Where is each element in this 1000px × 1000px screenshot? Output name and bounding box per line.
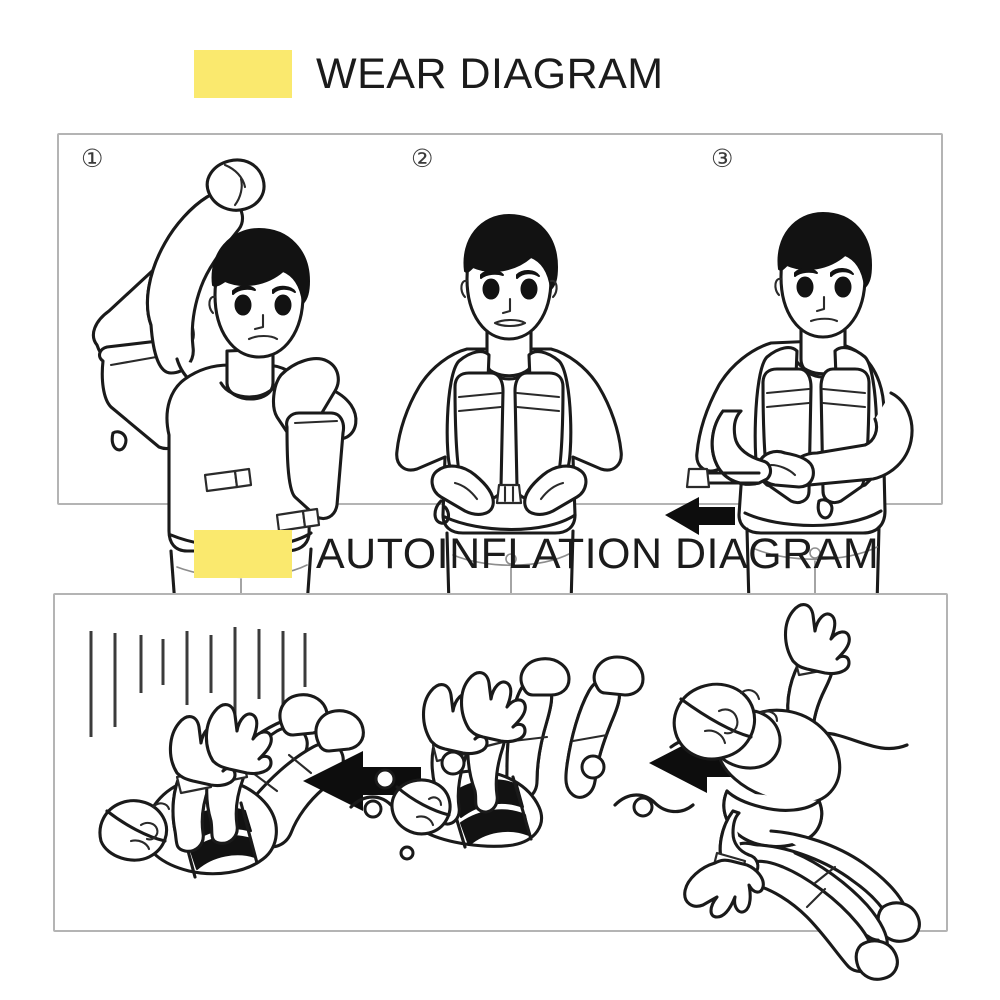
figure-fasten-waist-buckle xyxy=(395,214,623,607)
speed-lines xyxy=(89,627,307,737)
progress-arrow-2 xyxy=(649,733,765,793)
heading-swatch-wear xyxy=(194,50,292,98)
progress-arrow-1 xyxy=(303,751,421,811)
scene-falling-into-water xyxy=(89,627,365,879)
step-badge-3: ③ xyxy=(711,145,734,173)
wear-step-2: ② xyxy=(359,135,659,607)
scene-floating-inflated xyxy=(669,603,921,981)
figure-tighten-waist-strap xyxy=(665,212,914,607)
wear-step-1: ① xyxy=(59,135,359,607)
section-heading-wear: WEAR DIAGRAM xyxy=(194,50,664,98)
scene-submerged-triggering xyxy=(349,655,695,861)
section-heading-autoinflation: AUTOINFLATION DIAGRAM xyxy=(194,530,879,578)
step-badge-1: ① xyxy=(81,145,104,173)
step-badge-2: ② xyxy=(411,145,434,173)
heading-label-wear: WEAR DIAGRAM xyxy=(316,49,664,98)
wear-step-3: ③ xyxy=(659,135,945,607)
heading-swatch-autoinflation xyxy=(194,530,292,578)
figure-pull-vest-over-head xyxy=(91,158,358,607)
panel-autoinflation-diagram xyxy=(53,593,948,981)
heading-label-autoinflation: AUTOINFLATION DIAGRAM xyxy=(316,529,880,578)
autoinflation-scenes xyxy=(89,603,921,981)
panel-wear-diagram: ① xyxy=(57,133,945,607)
